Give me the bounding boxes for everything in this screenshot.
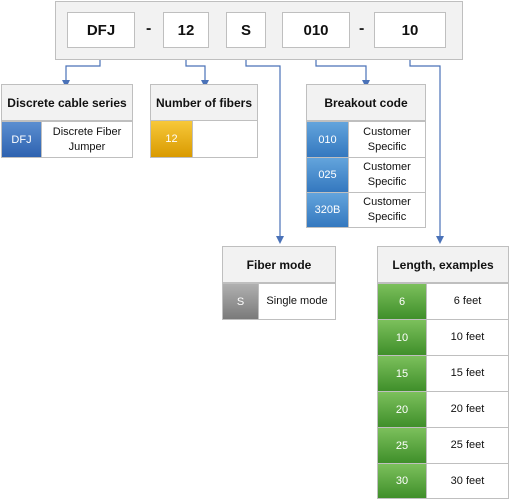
table-row: 12: [151, 121, 257, 157]
breakout-panel: Breakout code 010 Customer Specific 025 …: [306, 84, 426, 228]
panel-title: Breakout code: [307, 85, 425, 121]
code-cell: 6: [378, 284, 427, 319]
mode-code-text: S: [240, 21, 251, 39]
desc-cell: Discrete Fiber Jumper: [52, 125, 122, 153]
code-cell: 12: [151, 121, 193, 157]
table-row: 320B Customer Specific: [307, 192, 425, 227]
series-panel: Discrete cable series DFJ Discrete Fiber…: [1, 84, 133, 158]
desc-cell: Customer Specific: [363, 161, 411, 188]
code-cell: 10: [378, 320, 427, 355]
code-cell: 25: [378, 428, 427, 463]
code-cell: 20: [378, 392, 427, 427]
code-cell: 010: [307, 122, 349, 157]
panel-title: Number of fibers: [151, 85, 257, 121]
desc-cell: 20 feet: [450, 403, 485, 415]
table-row: 025 Customer Specific: [307, 157, 425, 192]
desc-cell: 30 feet: [450, 474, 485, 487]
table-row: 6 6 feet: [378, 283, 508, 319]
table-row: 15 15 feet: [378, 355, 508, 391]
fibers-code-box: 12: [163, 12, 209, 48]
fibers-code-text: 12: [177, 21, 195, 39]
table-row: 10 10 feet: [378, 319, 508, 355]
series-code-text: DFJ: [86, 21, 116, 39]
table-row: S Single mode: [223, 283, 335, 319]
breakout-code-text: 010: [303, 21, 329, 39]
desc-cell: Single mode: [266, 295, 328, 307]
series-code-box: DFJ: [67, 12, 135, 48]
table-row: 25 25 feet: [378, 427, 508, 463]
code-cell: 320B: [307, 193, 349, 227]
fibers-panel: Number of fibers 12: [150, 84, 258, 158]
panel-title: Length, examples: [378, 247, 508, 283]
desc-cell: 10 feet: [450, 331, 485, 343]
mode-code-box: S: [226, 12, 266, 48]
table-row: DFJ Discrete Fiber Jumper: [2, 121, 132, 157]
length-code-text: 10: [401, 21, 419, 39]
length-panel: Length, examples 6 6 feet 10 10 feet 15 …: [377, 246, 509, 499]
code-cell: 30: [378, 464, 427, 498]
blank-cell: [193, 121, 257, 157]
dash-separator: -: [359, 20, 365, 37]
code-cell: S: [223, 284, 259, 319]
desc-cell: 25 feet: [450, 439, 485, 451]
dash-separator: -: [146, 20, 152, 37]
length-code-box: 10: [374, 12, 446, 48]
mode-panel: Fiber mode S Single mode: [222, 246, 336, 320]
panel-title: Fiber mode: [223, 247, 335, 283]
desc-cell: 15 feet: [450, 367, 485, 379]
table-row: 30 30 feet: [378, 463, 508, 498]
code-cell: 15: [378, 356, 427, 391]
desc-cell: Customer Specific: [363, 196, 411, 223]
table-row: 20 20 feet: [378, 391, 508, 427]
code-cell: DFJ: [2, 122, 42, 157]
code-cell: 025: [307, 158, 349, 192]
table-row: 010 Customer Specific: [307, 121, 425, 157]
desc-cell: Customer Specific: [363, 125, 411, 153]
breakout-code-box: 010: [282, 12, 350, 48]
desc-cell: 6 feet: [453, 295, 482, 307]
panel-title: Discrete cable series: [2, 85, 132, 121]
